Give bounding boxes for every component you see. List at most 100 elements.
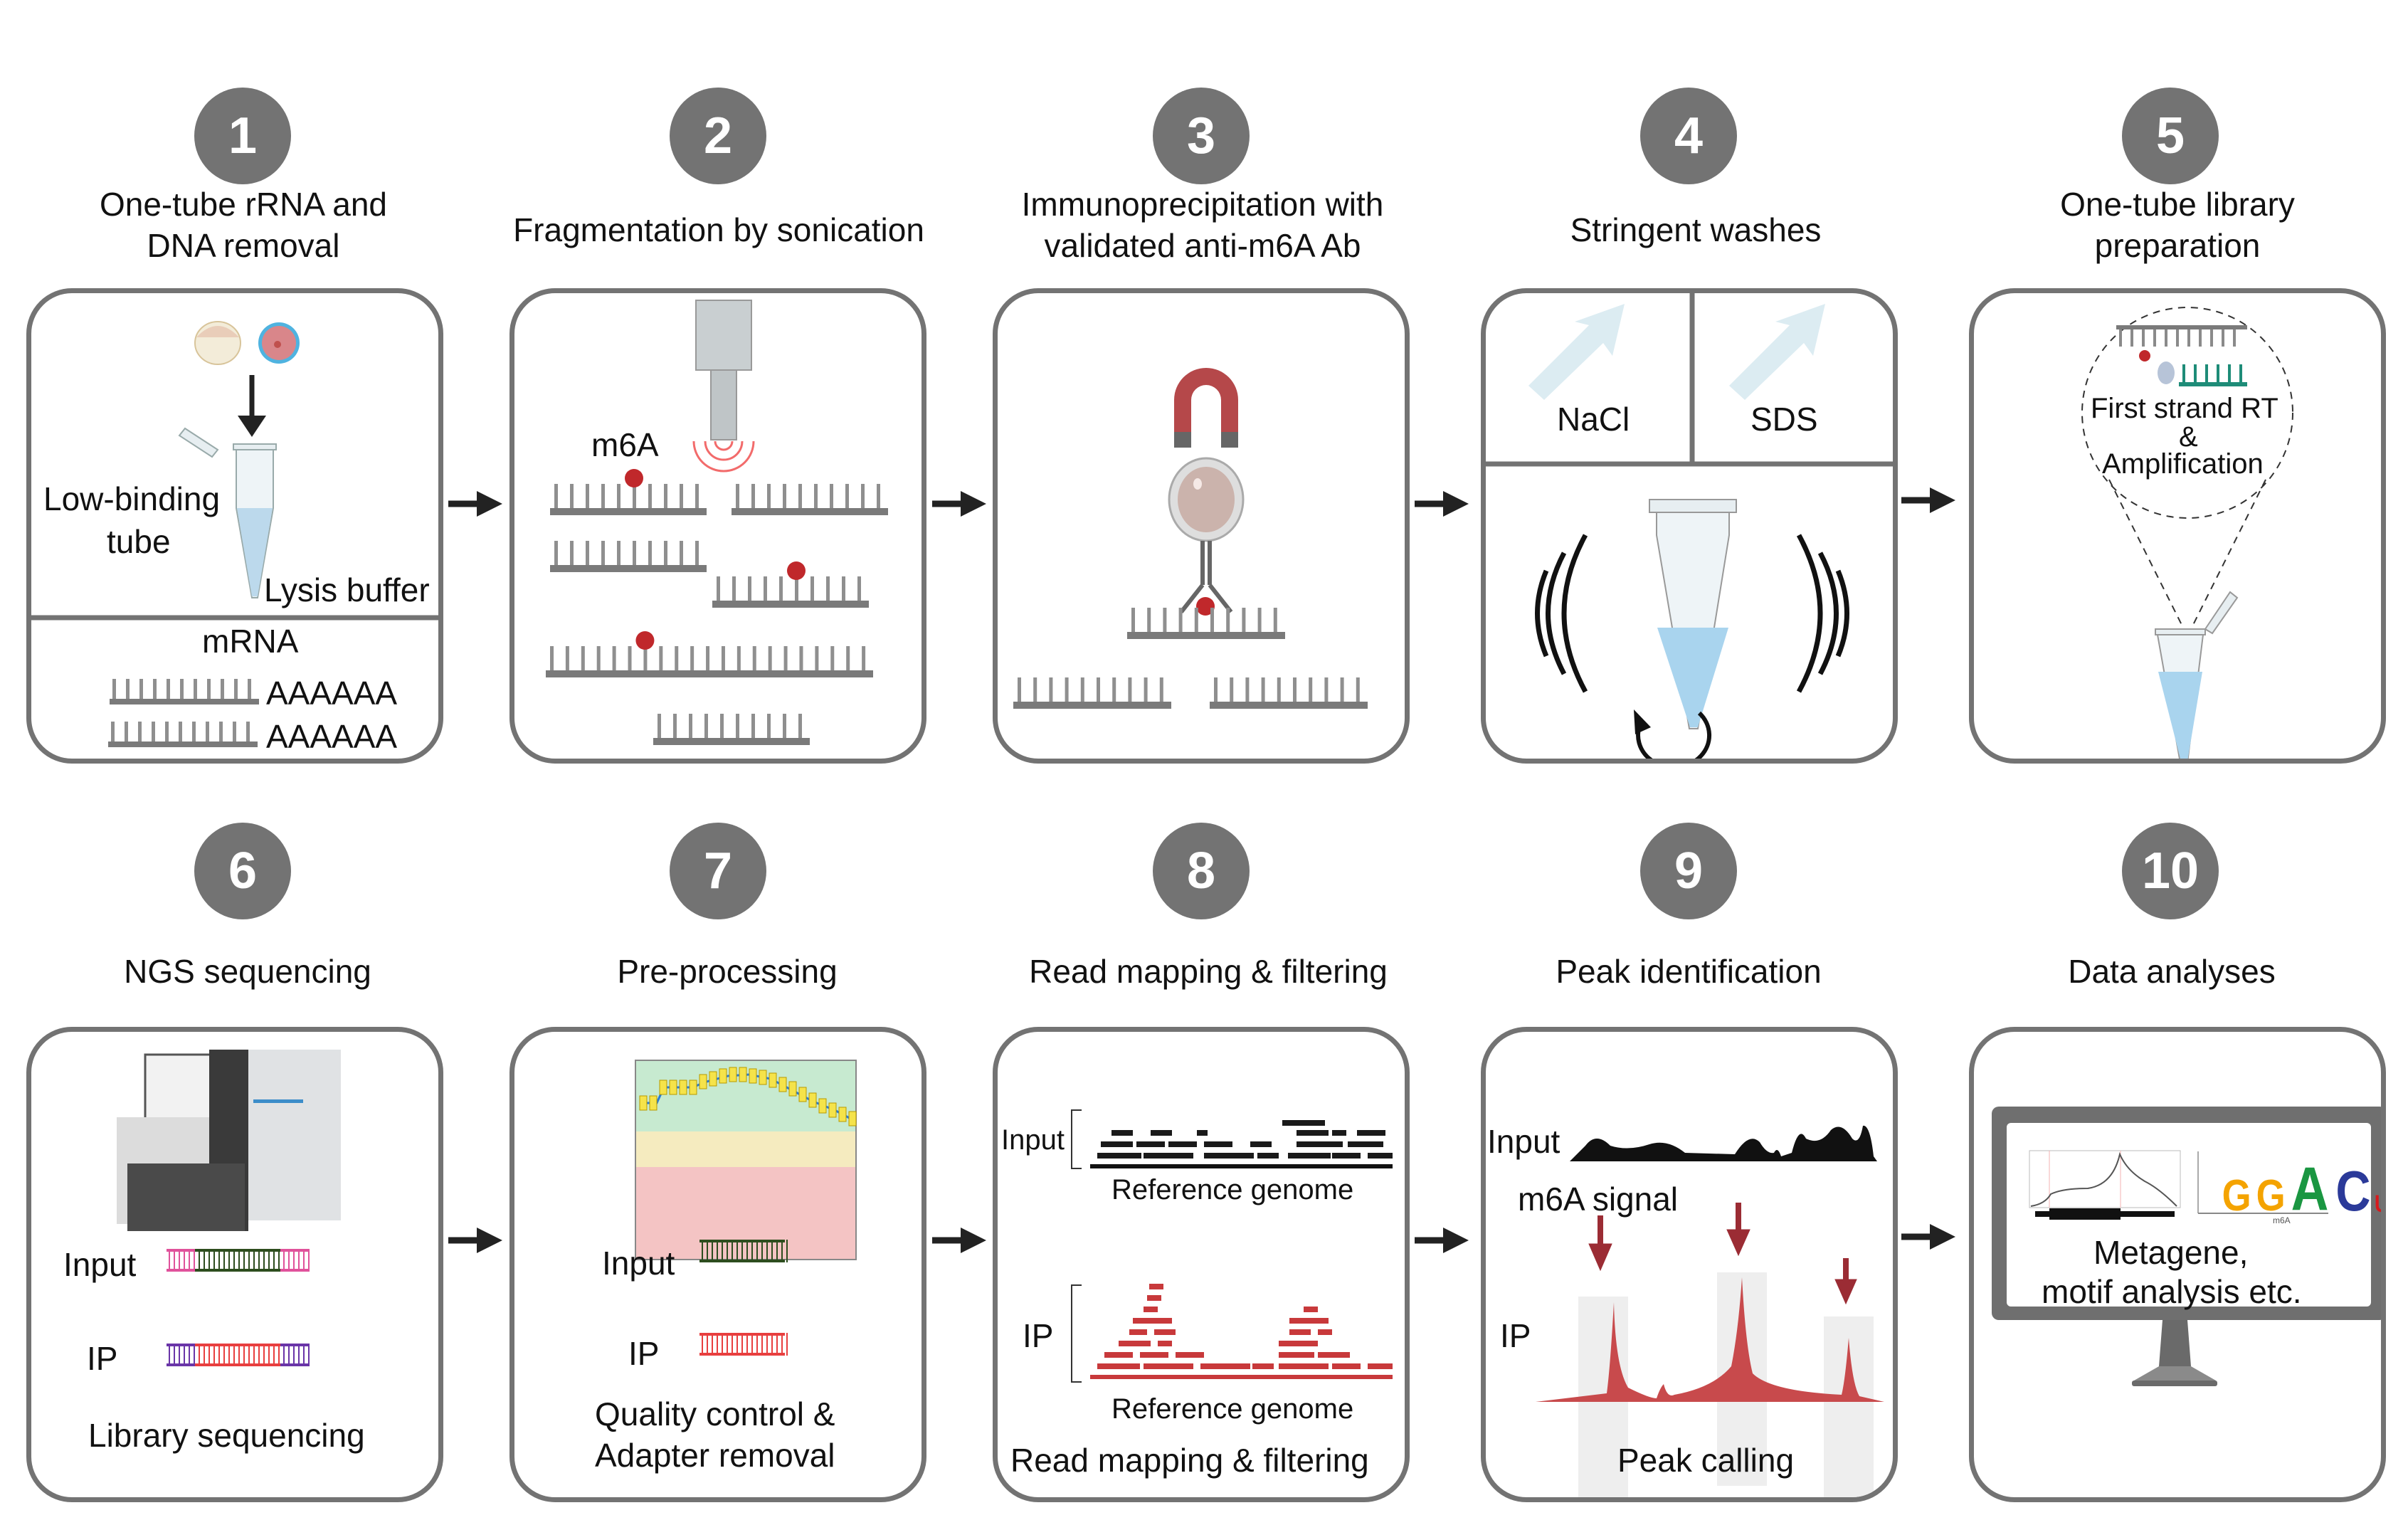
step-10-title-line-1: Data analyses — [2068, 953, 2276, 990]
ip-reference-line — [1090, 1375, 1393, 1379]
ip-read — [1200, 1363, 1250, 1369]
mrna-strand-1 — [110, 699, 259, 704]
panel-immunoprecipitation — [993, 288, 1410, 764]
panel-5-art — [2081, 307, 2293, 759]
ip-read — [1154, 1329, 1176, 1335]
quality-box — [679, 1080, 687, 1095]
step-4-title: Stringent washes — [1468, 209, 1923, 250]
quality-box — [729, 1067, 737, 1082]
vortex-tube-icon — [1649, 499, 1737, 729]
input-read — [1204, 1153, 1254, 1159]
m6a-dot — [635, 631, 655, 650]
panel-6-art — [117, 1050, 341, 1231]
peak-arrows — [1588, 1203, 1857, 1305]
step-1-title: One-tube rRNA and DNA removal — [16, 184, 471, 266]
ip-read — [1144, 1307, 1158, 1312]
step-6-badge: 6 — [194, 823, 291, 919]
panel-9-art — [1536, 1125, 1884, 1497]
step-5-title-line-2: preparation — [2094, 227, 2261, 264]
input-read — [1111, 1130, 1133, 1136]
motif-letter: C — [2335, 1159, 2371, 1223]
rt-label-line-3: Amplification — [2102, 448, 2264, 480]
ip-coverage-track — [1536, 1277, 1884, 1402]
quality-box — [669, 1080, 677, 1095]
m6a-motif-sublabel: m6A — [2273, 1215, 2291, 1225]
m6a-label: m6A — [591, 426, 659, 463]
input-read — [1197, 1130, 1208, 1136]
quality-box — [709, 1071, 717, 1087]
rna-fragment — [550, 541, 707, 572]
step-1-badge: 1 — [194, 88, 291, 184]
ip-read — [1158, 1341, 1172, 1346]
analysis-caption-line-2: motif analysis etc. — [2042, 1273, 2302, 1310]
panel-10-art — [1992, 1107, 2381, 1386]
tube-label-line-1: Low-binding — [43, 480, 221, 517]
input-read — [1204, 1141, 1232, 1147]
motif-letter: A — [2291, 1155, 2329, 1224]
quality-box — [818, 1098, 827, 1114]
step-7-title: Pre-processing — [500, 951, 955, 992]
increase-arrow-nacl-icon — [1528, 304, 1625, 400]
motif-letter: U — [2375, 1192, 2381, 1216]
tube-label-line-2: tube — [107, 523, 171, 560]
m6a-dot — [625, 469, 643, 487]
ip-read — [1368, 1363, 1393, 1369]
ip-read — [1149, 1284, 1163, 1289]
ip-read — [1304, 1307, 1318, 1312]
ip-read — [1279, 1363, 1329, 1369]
qc-caption-line-1: Quality control & — [595, 1395, 835, 1432]
input-library-fragment — [167, 1249, 310, 1272]
ip-read — [1176, 1352, 1204, 1358]
panel-library-prep: First strand RT & Amplification — [1969, 288, 2386, 764]
quality-box — [798, 1087, 807, 1102]
panel-1-art — [31, 321, 438, 747]
nacl-label: NaCl — [1557, 401, 1630, 438]
ip-read — [1147, 1295, 1161, 1301]
step-1-title-line-1: One-tube rRNA and — [99, 186, 387, 223]
sequencer-icon — [117, 1050, 341, 1231]
step-6-title-line-1: NGS sequencing — [124, 953, 371, 990]
panel-8-art — [1071, 1109, 1393, 1383]
input-label: Input — [1487, 1123, 1561, 1160]
ip-read — [1119, 1341, 1151, 1346]
m6a-signal-label: m6A signal — [1518, 1181, 1679, 1218]
rna-fragment — [546, 631, 873, 677]
motif-letter: G — [2222, 1171, 2251, 1221]
panel-4-art — [1486, 293, 1893, 759]
quality-box — [788, 1081, 797, 1097]
step-8-title-line-1: Read mapping & filtering — [1029, 953, 1388, 990]
panel-peak-calling: Input m6A signal IP Peak calling — [1481, 1027, 1898, 1502]
mrna-label: mRNA — [202, 623, 299, 660]
rt-label-line-2: & — [2179, 421, 2198, 453]
quality-box — [639, 1095, 648, 1111]
step-8-title: Read mapping & filtering — [981, 951, 1436, 992]
input-read — [1348, 1141, 1383, 1147]
ip-read — [1133, 1318, 1172, 1324]
polya-tail-2: AAAAAA — [266, 718, 398, 755]
analysis-caption-line-1: Metagene, — [2093, 1234, 2249, 1271]
ip-label: IP — [628, 1335, 660, 1372]
quality-box — [659, 1080, 667, 1095]
quality-box — [828, 1102, 837, 1118]
step-3-title-line-2: validated anti-m6A Ab — [1044, 227, 1361, 264]
reference-genome-label-2: Reference genome — [1111, 1393, 1354, 1425]
ip-read — [1144, 1363, 1193, 1369]
motif-letter: G — [2256, 1171, 2286, 1221]
input-read — [1250, 1141, 1272, 1147]
step-4-badge: 4 — [1640, 88, 1737, 184]
input-label: Input — [63, 1246, 137, 1283]
ip-read — [1318, 1352, 1350, 1358]
ip-read — [1140, 1352, 1168, 1358]
step-5-title: One-tube library preparation — [1950, 184, 2405, 266]
rotation-arrow-icon — [1636, 711, 1712, 759]
qc-caption-line-2: Adapter removal — [595, 1437, 835, 1474]
input-read — [1144, 1153, 1193, 1159]
quality-box — [749, 1068, 757, 1084]
reverse-transcriptase-icon — [2158, 361, 2175, 384]
step-10-title: Data analyses — [1944, 951, 2399, 992]
reference-genome-label-1: Reference genome — [1111, 1174, 1354, 1205]
polya-tail-1: AAAAAA — [266, 675, 398, 712]
step-2-badge: 2 — [670, 88, 766, 184]
input-read — [1297, 1130, 1329, 1136]
step-9-badge: 9 — [1640, 823, 1737, 919]
